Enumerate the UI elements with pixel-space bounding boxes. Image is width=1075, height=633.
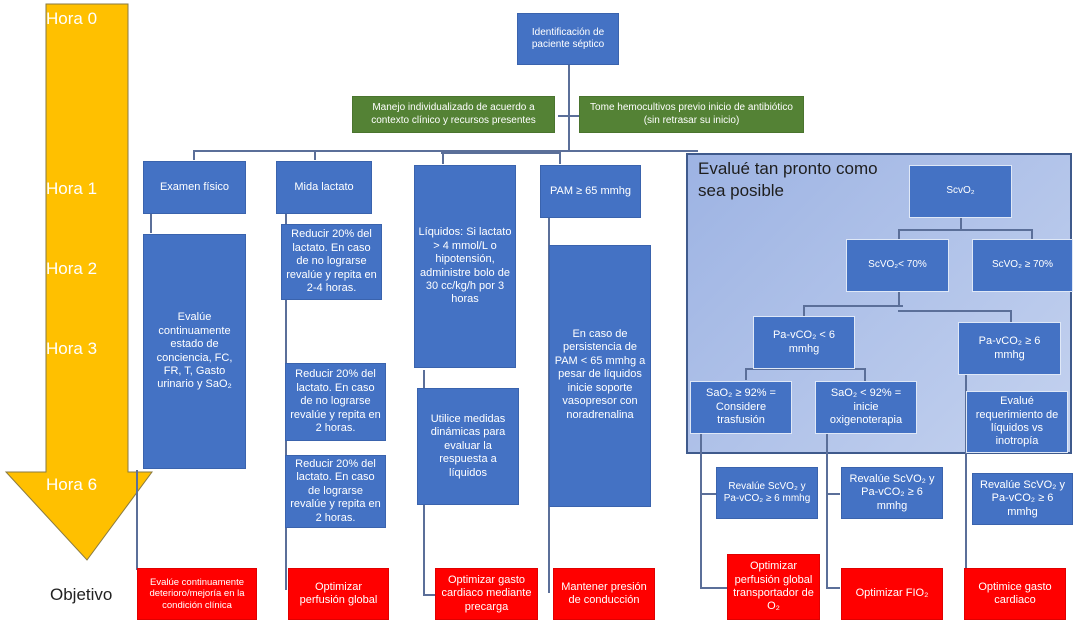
connector <box>136 470 138 570</box>
objective-box-b: Optimizar FIO₂ <box>841 568 943 620</box>
scvo2-low-box: ScVO₂< 70% <box>846 239 949 292</box>
connector <box>1031 229 1033 239</box>
connector <box>558 115 580 117</box>
hour-1-label: Hora 1 <box>46 179 98 198</box>
connector <box>745 368 747 380</box>
pam-body-text: En caso de persistencia de PAM < 65 mmhg… <box>554 328 646 421</box>
connector <box>1010 310 1012 322</box>
connector <box>568 63 570 152</box>
connector <box>285 300 287 590</box>
objective-box-a: Optimizar perfusión global transportador… <box>727 554 820 620</box>
connector <box>898 229 1033 231</box>
connector <box>193 150 698 152</box>
hour-3-label: Hora 3 <box>46 339 98 358</box>
connector <box>442 152 444 164</box>
exam-body-text: Evalúe continuamente estado de concienci… <box>156 311 233 391</box>
connector <box>423 594 435 596</box>
connector <box>441 152 561 154</box>
lactate-objective-box: Optimizar perfusión global <box>288 568 389 620</box>
connector <box>559 152 561 164</box>
connector <box>826 432 828 587</box>
evaluate-panel-title: Evalué tan pronto como sea posible <box>698 159 878 201</box>
scvo2-box: ScvO₂ <box>909 165 1012 218</box>
connector <box>150 213 152 233</box>
scvo2-high-box: ScVO₂ ≥ 70% <box>972 239 1073 292</box>
connector <box>193 150 195 160</box>
sao2-high-box: SaO₂ ≥ 92% = Considere trasfusión <box>690 381 792 434</box>
lactate-header-box: Mida lactato <box>276 161 372 214</box>
connector <box>965 375 967 585</box>
connector <box>960 218 962 230</box>
connector <box>803 305 903 307</box>
pam-objective-box: Mantener presión de conducción <box>553 568 655 620</box>
fluids-dynamic-box: Utilice medidas dinámicas para evaluar l… <box>417 388 519 505</box>
connector <box>898 310 1010 312</box>
connector <box>700 493 716 495</box>
connector <box>864 368 866 382</box>
objective-label: Objetivo <box>50 585 113 604</box>
lactate-step2-box: Reducir 20% del lactato. En caso de no l… <box>285 363 386 441</box>
hour-0-label: Hora 0 <box>46 9 98 28</box>
objective-box-c: Optimice gasto cardiaco <box>964 568 1066 620</box>
individualized-management-box: Manejo individualizado de acuerdo a cont… <box>352 96 555 133</box>
connector <box>898 292 900 307</box>
hour-6-label: Hora 6 <box>46 475 98 494</box>
identification-box: Identificación de paciente séptico <box>517 13 619 65</box>
connector <box>314 150 316 160</box>
timeline-arrow <box>4 3 153 561</box>
connector <box>700 432 702 587</box>
pacv-high-box: Pa-vCO₂ ≥ 6 mmhg <box>958 322 1061 375</box>
connector <box>745 368 865 370</box>
sao2-low-box: SaO₂ < 92% = inicie oxigenoterapia <box>815 381 917 434</box>
exam-body-box: Evalúe continuamente estado de concienci… <box>143 234 246 469</box>
lactate-step3-box: Reducir 20% del lactato. En caso de logr… <box>285 455 386 528</box>
connector <box>898 229 900 239</box>
fluids-vs-inotropy-box: Evalué requerimiento de líquidos vs inot… <box>966 391 1068 453</box>
blood-cultures-box: Tome hemocultivos previo inicio de antib… <box>579 96 804 133</box>
reassess-box-a: Revalúe ScVO₂ y Pa-vCO₂ ≥ 6 mmhg <box>716 467 818 519</box>
lactate-step1-box: Reducir 20% del lactato. En caso de no l… <box>281 224 382 300</box>
connector <box>803 305 805 317</box>
pacv-low-box: Pa-vCO₂ < 6 mmhg <box>753 316 855 369</box>
connector <box>826 493 840 495</box>
pam-body-box: En caso de persistencia de PAM < 65 mmhg… <box>549 245 651 507</box>
fluids-body-box: Líquidos: Si lactato > 4 mmol/L o hipote… <box>414 165 516 368</box>
pam-header-box: PAM ≥ 65 mmhg <box>540 165 641 218</box>
exam-objective-box: Evalúe continuamente deterioro/mejoría e… <box>137 568 257 620</box>
connector <box>826 587 840 589</box>
connector <box>285 213 287 225</box>
fluids-objective-box: Optimizar gasto cardiaco mediante precar… <box>435 568 538 620</box>
reassess-box-c: Revalúe ScVO₂ y Pa-vCO₂ ≥ 6 mmhg <box>972 473 1073 525</box>
hour-2-label: Hora 2 <box>46 259 98 278</box>
reassess-box-b: Revalúe ScVO₂ y Pa-vCO₂ ≥ 6 mmhg <box>841 467 943 519</box>
exam-header-box: Examen físico <box>143 161 246 214</box>
connector <box>700 587 730 589</box>
